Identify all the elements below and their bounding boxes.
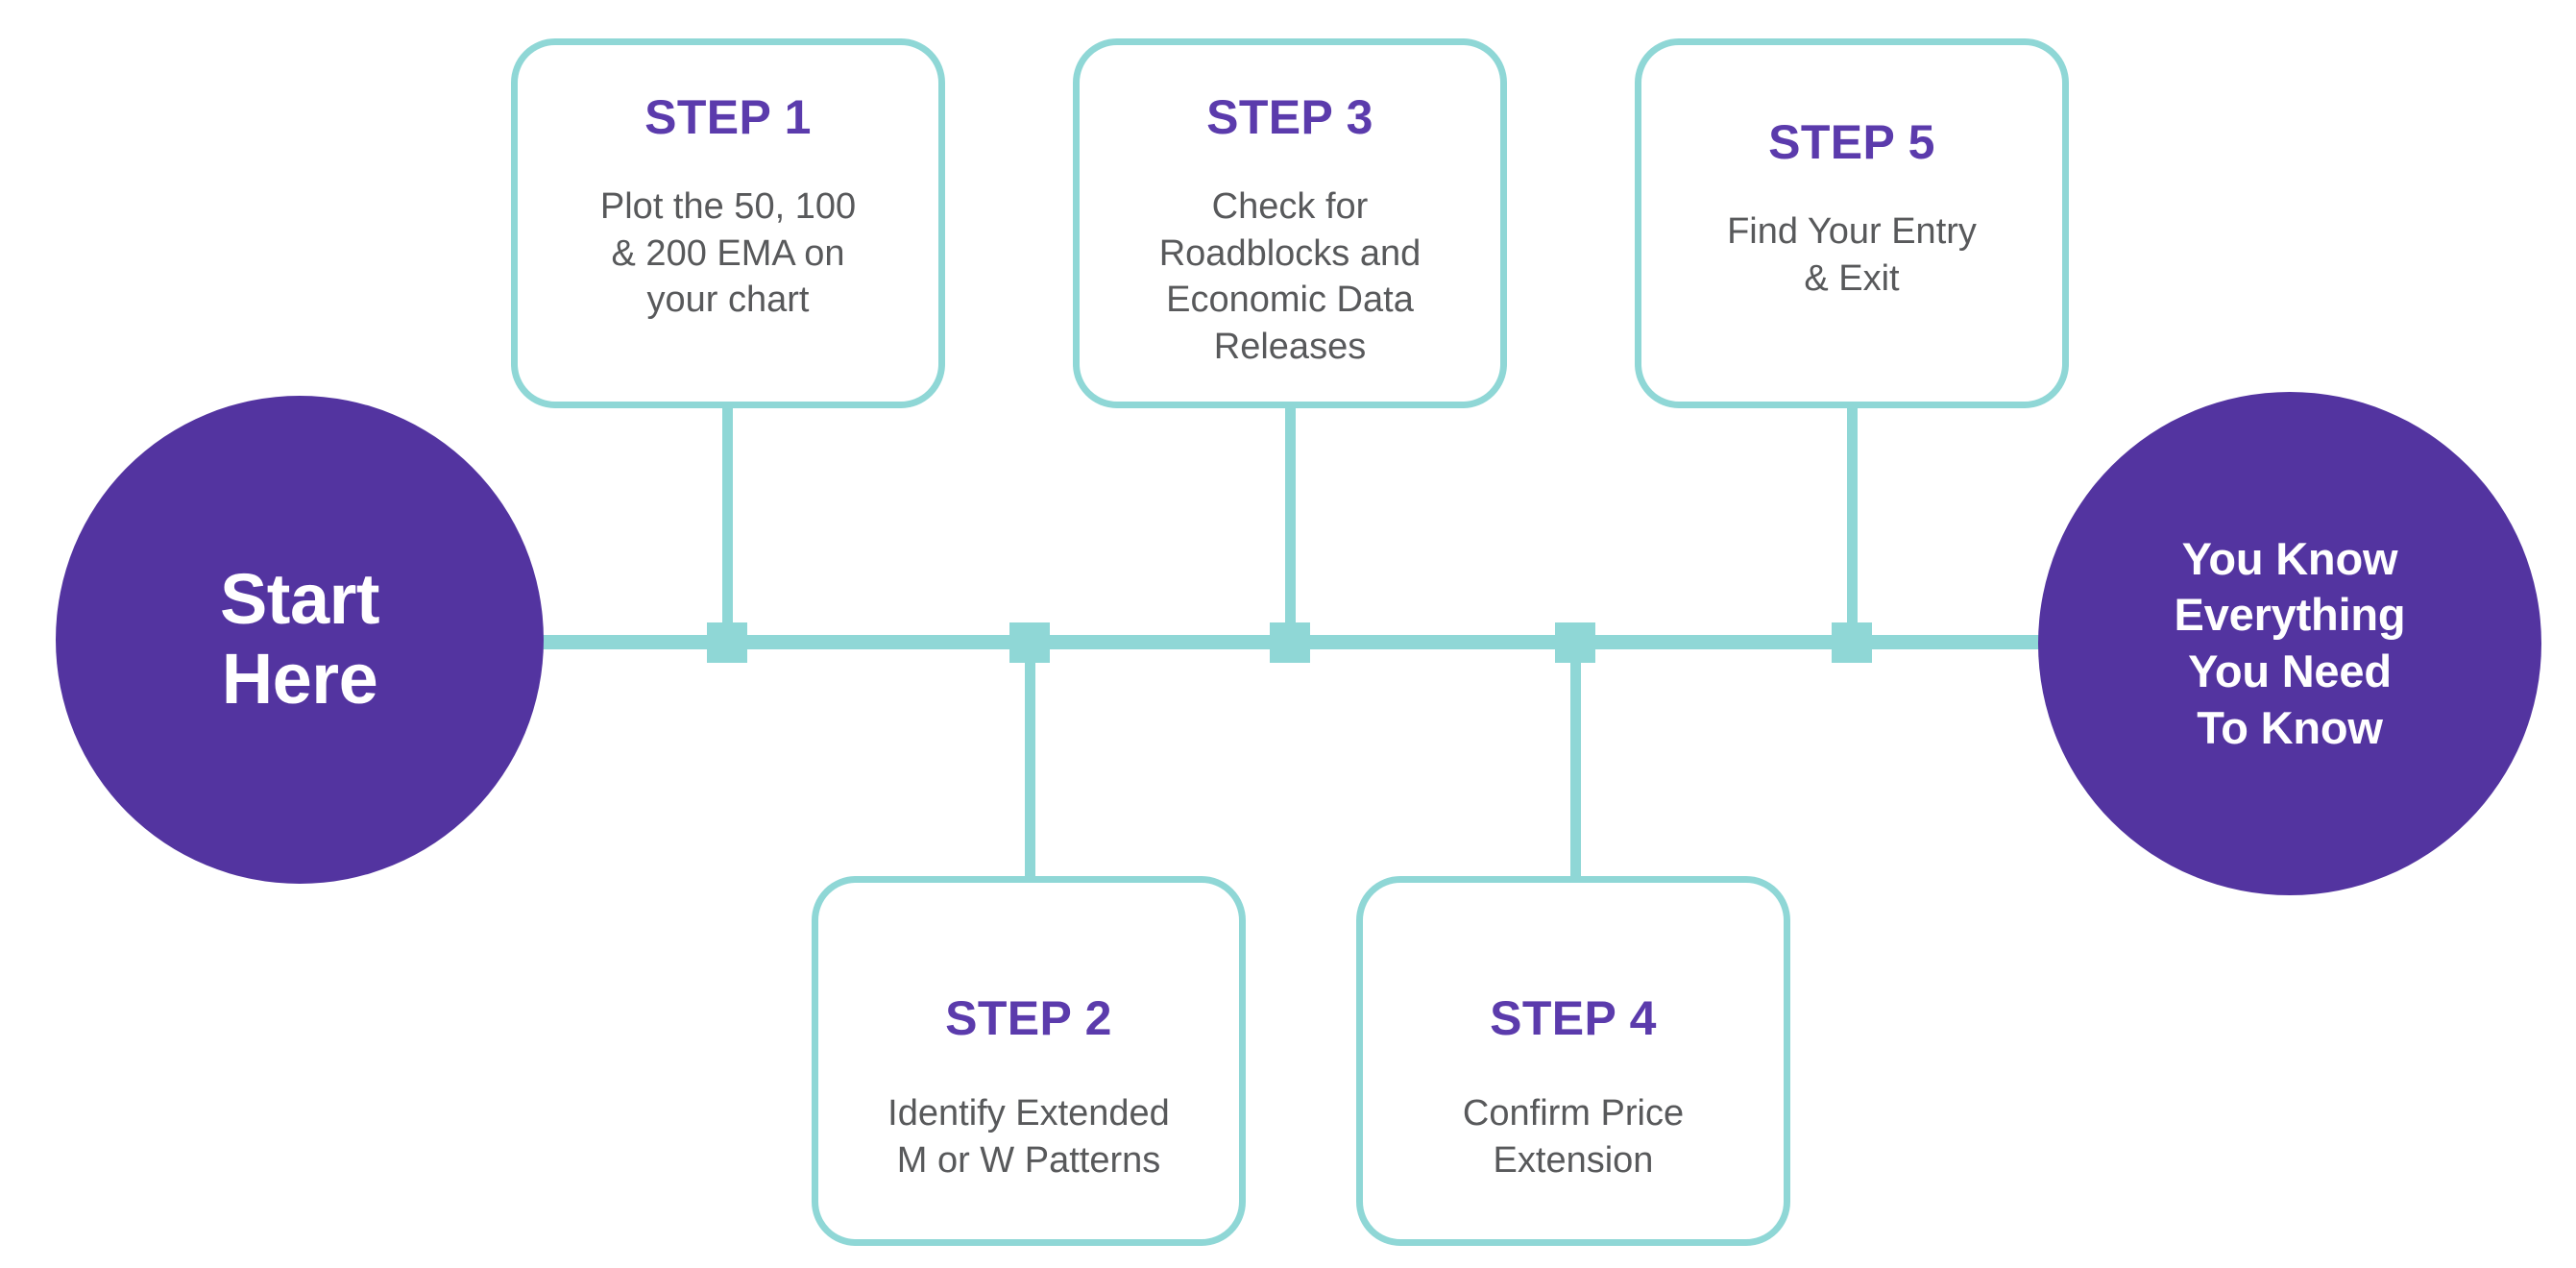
step-card-body: Check for Roadblocks and Economic Data R… bbox=[1159, 183, 1422, 371]
connector-node-4[interactable] bbox=[1555, 622, 1595, 663]
step-card-body-line: Economic Data bbox=[1166, 280, 1414, 321]
step-card-body-line: Confirm Price bbox=[1462, 1093, 1685, 1134]
start-node-line-1: Start bbox=[219, 559, 380, 640]
end-node-line-2: Everything bbox=[2174, 589, 2406, 641]
step-card-body-line: & Exit bbox=[1804, 257, 1900, 299]
step-card-step-5[interactable]: STEP 5 Find Your Entry & Exit bbox=[1635, 38, 2069, 408]
end-node-line-3: You Need bbox=[2188, 646, 2392, 696]
connector-node-1[interactable] bbox=[707, 622, 747, 663]
step-card-body: Plot the 50, 100 & 200 EMA on your chart bbox=[600, 183, 856, 324]
step-card-title: STEP 4 bbox=[1490, 991, 1657, 1045]
connector-node-5[interactable] bbox=[1832, 622, 1872, 663]
start-node-circle[interactable]: Start Here bbox=[56, 396, 544, 884]
step-card-body: Confirm Price Extension bbox=[1463, 1090, 1684, 1183]
step-card-title: STEP 2 bbox=[945, 991, 1112, 1045]
step-card-body-line: Check for bbox=[1211, 186, 1369, 227]
step-card-body-line: Extension bbox=[1493, 1139, 1654, 1181]
end-node-line-4: To Know bbox=[2197, 701, 2383, 753]
step-card-body-line: & 200 EMA on bbox=[611, 232, 845, 274]
end-node-circle[interactable]: You Know Everything You Need To Know bbox=[2038, 392, 2541, 895]
step-card-step-4[interactable]: STEP 4 Confirm Price Extension bbox=[1356, 876, 1790, 1246]
step-card-body-line: your chart bbox=[646, 280, 810, 321]
step-card-body: Identify Extended M or W Patterns bbox=[887, 1090, 1170, 1183]
connector-node-3[interactable] bbox=[1270, 622, 1310, 663]
step-card-step-1[interactable]: STEP 1 Plot the 50, 100 & 200 EMA on you… bbox=[511, 38, 945, 408]
connector-node-2[interactable] bbox=[1009, 622, 1050, 663]
end-node-line-1: You Know bbox=[2181, 532, 2398, 584]
end-node-label: You Know Everything You Need To Know bbox=[2175, 531, 2406, 757]
step-card-body-line: Plot the 50, 100 bbox=[599, 186, 857, 227]
connector-stem-step-5 bbox=[1847, 408, 1858, 639]
start-node-line-2: Here bbox=[221, 639, 378, 719]
step-card-body-line: Identify Extended bbox=[887, 1093, 1170, 1134]
step-card-title: STEP 3 bbox=[1206, 90, 1373, 144]
step-card-step-3[interactable]: STEP 3 Check for Roadblocks and Economic… bbox=[1073, 38, 1507, 408]
step-card-body-line: Find Your Entry bbox=[1727, 211, 1977, 252]
start-node-label: Start Here bbox=[219, 559, 380, 719]
step-card-title: STEP 1 bbox=[644, 90, 812, 144]
step-card-body-line: Releases bbox=[1213, 326, 1367, 367]
step-card-step-2[interactable]: STEP 2 Identify Extended M or W Patterns bbox=[812, 876, 1246, 1246]
step-card-body: Find Your Entry & Exit bbox=[1727, 208, 1977, 302]
step-card-body-line: Roadblocks and bbox=[1158, 232, 1422, 274]
connector-stem-step-1 bbox=[722, 408, 733, 639]
connector-stem-step-3 bbox=[1285, 408, 1296, 639]
connector-stem-step-4 bbox=[1570, 646, 1581, 879]
step-card-title: STEP 5 bbox=[1768, 115, 1935, 169]
connector-stem-step-2 bbox=[1025, 646, 1035, 879]
step-card-body-line: M or W Patterns bbox=[896, 1139, 1161, 1181]
